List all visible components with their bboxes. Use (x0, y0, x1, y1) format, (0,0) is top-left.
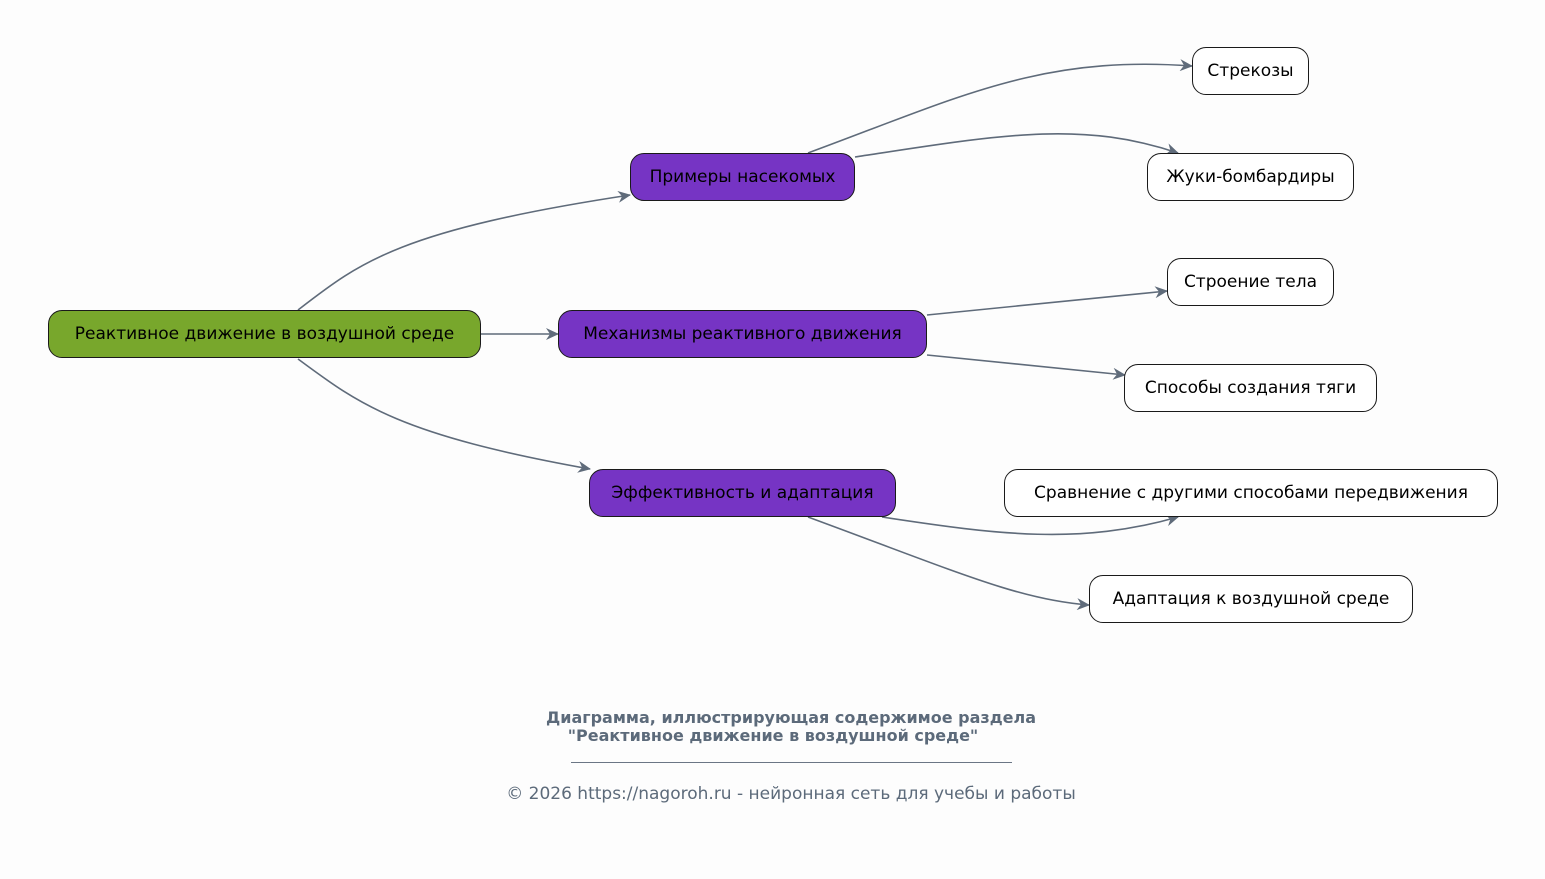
caption-divider (571, 762, 1012, 763)
leaf-node-dragonflies[interactable]: Стрекозы (1192, 47, 1309, 95)
footer-copyright: © 2026 https://nagoroh.ru - нейронная се… (506, 784, 1076, 804)
leaf-node-label: Сравнение с другими способами передвижен… (1034, 483, 1468, 503)
leaf-node-label: Адаптация к воздушной среде (1112, 589, 1390, 609)
root-node[interactable]: Реактивное движение в воздушной среде (48, 310, 481, 358)
edge-mechanisms-to-body (926, 286, 1168, 316)
leaf-node-body-structure[interactable]: Строение тела (1167, 258, 1334, 306)
leaf-node-label: Стрекозы (1207, 61, 1294, 81)
root-node-label: Реактивное движение в воздушной среде (74, 324, 455, 344)
edge-examples-to-beetles (854, 132, 1179, 158)
leaf-node-thrust-methods[interactable]: Способы создания тяги (1124, 364, 1377, 412)
branch-node-label: Механизмы реактивного движения (583, 324, 902, 344)
edge-root-to-efficiency (297, 358, 591, 473)
branch-node-label: Примеры насекомых (649, 167, 836, 187)
branch-node-examples[interactable]: Примеры насекомых (630, 153, 855, 201)
leaf-node-label: Способы создания тяги (1144, 378, 1357, 398)
edge-root-to-examples (297, 190, 631, 311)
leaf-node-comparison[interactable]: Сравнение с другими способами передвижен… (1004, 469, 1498, 517)
leaf-node-air-adaptation[interactable]: Адаптация к воздушной среде (1089, 575, 1413, 623)
leaf-node-label: Жуки-бомбардиры (1166, 167, 1335, 187)
branch-node-mechanisms[interactable]: Механизмы реактивного движения (558, 310, 927, 358)
edge-efficiency-to-comparison (881, 514, 1179, 536)
leaf-node-label: Строение тела (1183, 272, 1318, 292)
edge-efficiency-to-adaptation (807, 516, 1090, 611)
branch-node-label: Эффективность и адаптация (611, 483, 874, 503)
leaf-node-bombardier-beetles[interactable]: Жуки-бомбардиры (1147, 153, 1354, 201)
edge-examples-to-dragonflies (807, 59, 1193, 154)
edge-mechanisms-to-thrust (926, 354, 1126, 380)
caption-line-2: "Реактивное движение в воздушной среде" (567, 726, 979, 745)
caption-line-1: Диаграмма, иллюстрирующая содержимое раз… (545, 708, 1037, 727)
branch-node-efficiency[interactable]: Эффективность и адаптация (589, 469, 896, 517)
